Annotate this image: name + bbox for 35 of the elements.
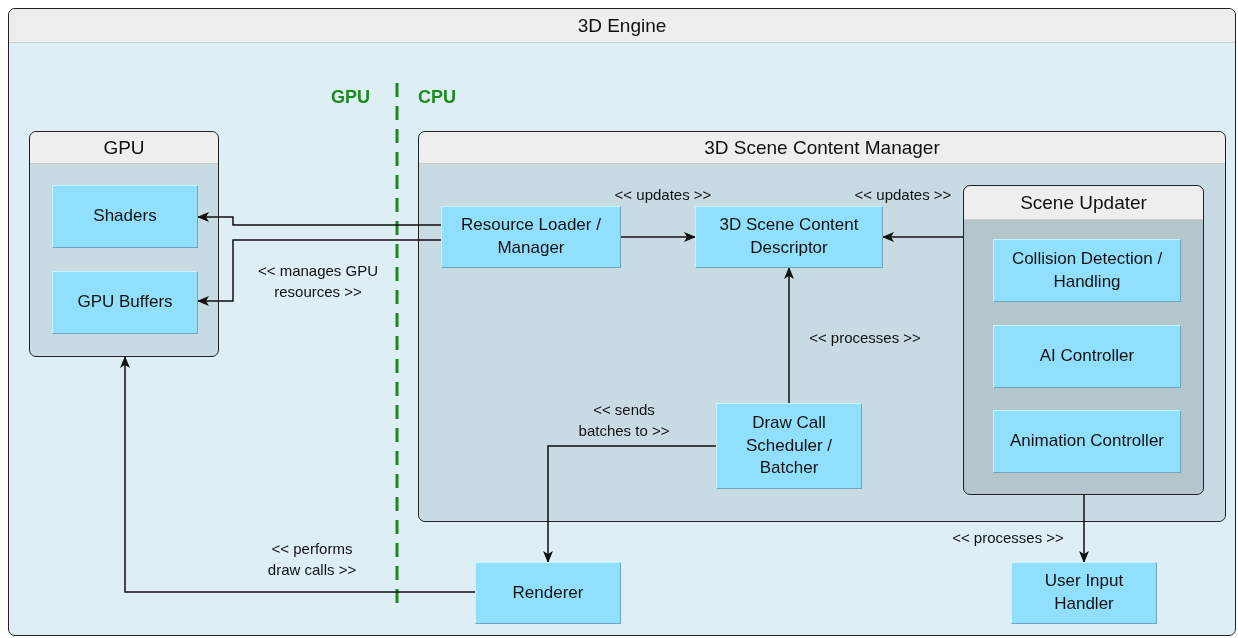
process-box: Collision Detection / Handling	[993, 239, 1181, 302]
arrow	[197, 239, 442, 306]
process-box: Animation Controller	[993, 410, 1181, 473]
updater-panel	[963, 185, 1204, 495]
gpu-panel	[29, 131, 219, 357]
edge-label: << sends batches to >>	[577, 400, 671, 441]
arrow	[1079, 494, 1089, 563]
process-box: Draw Call Scheduler / Batcher	[716, 403, 862, 489]
arrow	[620, 232, 696, 242]
edge-label: << updates >>	[853, 185, 953, 205]
arrow	[197, 212, 442, 226]
edge-label: << updates >>	[613, 185, 713, 205]
arrow	[784, 267, 794, 404]
process-box: GPU Buffers	[52, 271, 198, 334]
edge-label: << processes >>	[951, 528, 1065, 548]
edge-label: << processes >>	[808, 328, 922, 348]
arrow	[882, 232, 964, 242]
panel-title: Scene Updater	[964, 186, 1203, 220]
region-label: CPU	[418, 87, 456, 108]
edge-label: << performs draw calls >>	[266, 539, 358, 580]
process-box: Renderer	[475, 562, 621, 624]
panel-title: GPU	[30, 132, 218, 164]
process-box: 3D Scene Content Descriptor	[695, 206, 883, 268]
manager-panel	[418, 131, 1226, 522]
engine-panel	[8, 8, 1236, 636]
arrow	[120, 356, 476, 593]
region-label: GPU	[331, 87, 370, 108]
panel-title: 3D Engine	[9, 9, 1235, 43]
arrow	[543, 445, 717, 563]
process-box: Resource Loader / Manager	[441, 206, 621, 268]
edge-label: << manages GPU resources >>	[256, 261, 380, 302]
process-box: User Input Handler	[1011, 562, 1157, 624]
process-box: Shaders	[52, 185, 198, 248]
process-box: AI Controller	[993, 325, 1181, 388]
panel-title: 3D Scene Content Manager	[419, 132, 1225, 164]
